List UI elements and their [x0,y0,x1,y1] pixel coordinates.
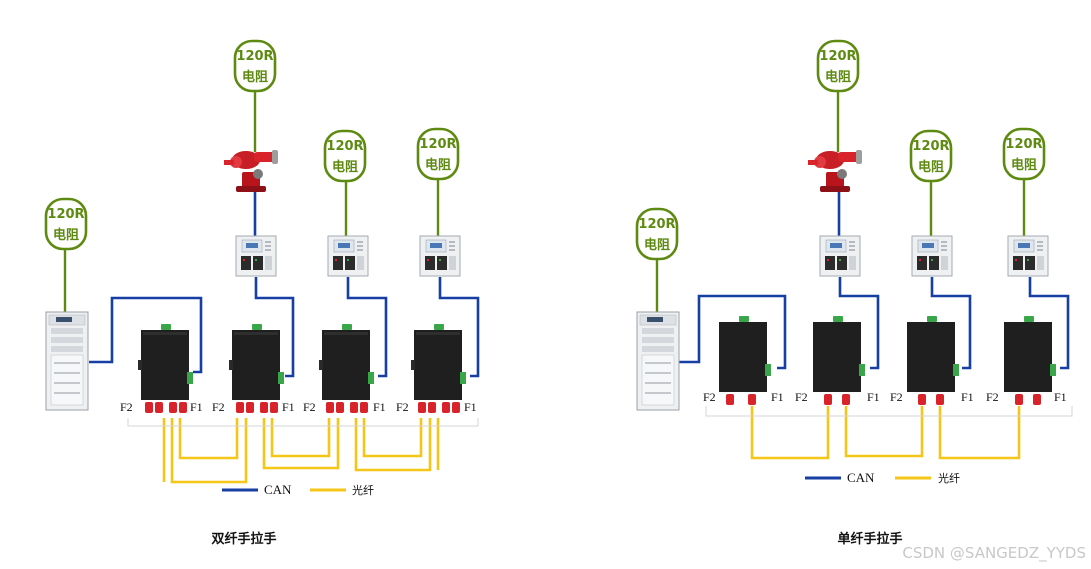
resistor-leaders [655,92,1026,314]
resistor-120r-callout: 120R 电阻 [1002,127,1046,181]
resistor-120r-callout: 120R 电阻 [635,207,679,261]
fiber-switch-icon [229,324,284,413]
fiber-links-single [750,406,1021,460]
resistor-120r-callout: 120R 电阻 [416,127,460,181]
resistor-label: 电阻 [825,69,851,85]
port-label-f1: F1 [1054,390,1067,404]
control-cabinet-icon [636,311,680,411]
resistor-leaders [63,92,440,314]
fiber-switch-icon [813,316,865,405]
fiber-switch-icon [319,324,374,413]
resistor-label: 电阻 [918,159,944,175]
resistor-120r-callout: 120R 电阻 [909,129,953,183]
port-label-f2: F2 [890,390,903,404]
resistor-120r-callout: 120R 电阻 [233,39,277,93]
resistor-value: 120R [819,49,856,64]
resistor-label: 电阻 [242,69,268,85]
port-label-f2: F2 [396,400,409,414]
legend: CAN 光纤 [805,470,960,485]
can-bus-lines [679,192,1070,370]
resistor-value: 120R [419,137,456,152]
diagram-caption: 单纤手拉手 [837,531,902,547]
fire-monitor-icon [224,150,278,192]
resistor-value: 120R [912,139,949,154]
legend-fiber-label: 光纤 [938,471,960,485]
watermark: CSDN @SANGEDZ_YYDS [902,544,1086,563]
fiber-switch-icon [719,316,771,405]
port-labels: F2 F1 F2 F1 F2 F1 F2 F1 [703,390,1067,404]
resistor-value: 120R [326,139,363,154]
port-labels: F2 F1 F2 F1 F2 F1 F2 F1 [120,400,477,414]
legend-can-label: CAN [847,470,875,485]
fiber-switch-icon [907,316,959,405]
control-cabinet-icon [45,311,89,411]
fiber-switch-icon [1004,316,1056,405]
port-label-f2: F2 [986,390,999,404]
port-label-f2: F2 [703,390,716,404]
port-label-f1: F1 [282,400,295,414]
port-label-f1: F1 [464,400,477,414]
port-label-f2: F2 [795,390,808,404]
can-bus-lines [89,192,480,378]
dual-fiber-diagram: F2 F1 F2 F1 F2 F1 F2 F1 120R 电阻 120R 电阻 … [44,39,480,547]
port-label-f1: F1 [771,390,784,404]
port-label-f2: F2 [212,400,225,414]
control-panel-icon [1007,235,1049,277]
control-panel-icon [419,235,461,277]
single-fiber-diagram: F2 F1 F2 F1 F2 F1 F2 F1 120R 电阻 120R 电阻 … [635,39,1073,547]
fiber-links-dual [162,418,440,484]
fiber-switch-icon [411,324,466,413]
port-strip [127,418,479,427]
port-label-f1: F1 [867,390,880,404]
control-panel-icon [911,235,953,277]
resistor-label: 电阻 [332,159,358,175]
resistor-value: 120R [236,49,273,64]
resistor-120r-callout: 120R 电阻 [816,39,860,93]
legend-can-label: CAN [264,482,292,497]
diagram-caption: 双纤手拉手 [211,531,276,547]
resistor-value: 120R [638,217,675,232]
resistor-label: 电阻 [1011,157,1037,173]
control-panel-icon [819,235,861,277]
resistor-value: 120R [47,207,84,222]
control-panel-icon [327,235,369,277]
resistor-120r-callout: 120R 电阻 [44,197,88,251]
legend-fiber-label: 光纤 [352,483,374,497]
resistor-label: 电阻 [644,237,670,253]
port-strip [705,406,1073,417]
port-label-f2: F2 [120,400,133,414]
port-label-f1: F1 [961,390,974,404]
fire-monitor-icon [808,150,862,192]
resistor-120r-callout: 120R 电阻 [323,129,367,183]
resistor-label: 电阻 [425,157,451,173]
port-label-f2: F2 [303,400,316,414]
resistor-value: 120R [1005,137,1042,152]
control-panel-icon [235,235,277,277]
legend: CAN 光纤 [222,482,374,497]
resistor-label: 电阻 [53,227,79,243]
fiber-switch-icon [138,324,193,413]
port-label-f1: F1 [190,400,203,414]
port-label-f1: F1 [373,400,386,414]
